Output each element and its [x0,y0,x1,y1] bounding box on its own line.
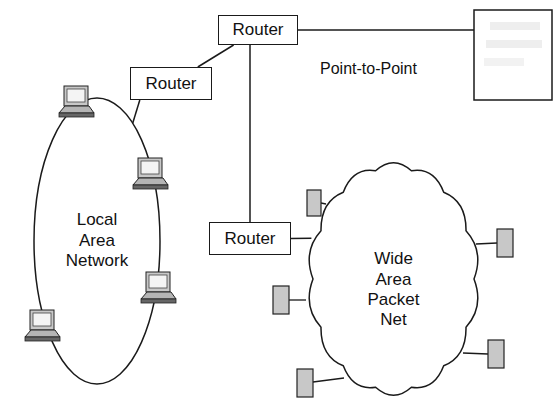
terminal-wire [289,299,306,300]
faded-text [490,22,540,30]
node-text: Router [232,20,283,40]
link-label: Point-to-Point [320,60,417,78]
router-box: Router [209,222,291,255]
terminal-box [297,369,313,397]
wan-cloud: Wide Area Packet Net [305,160,482,398]
terminal-wire [476,243,497,244]
terminal-box [497,229,513,257]
terminal-wire [321,203,326,204]
node-text: Wide Area Packet Net [363,249,425,331]
node-text: Local Area Network [60,210,134,271]
terminal-box [307,190,321,216]
link-line [249,45,251,222]
node-text: Router [145,74,196,94]
terminal-wire [313,378,344,382]
node-text: Router [224,229,275,249]
wan-cloud-path [309,163,478,396]
point-to-point-line [298,29,474,31]
router-box: Router [218,15,298,45]
remote-box [474,10,552,100]
link-line [198,45,234,67]
link-line [291,238,311,240]
faded-text [486,40,542,48]
laptop-icon [59,86,94,117]
terminal-box [488,340,504,368]
link-line [133,100,140,123]
lan-ellipse: Local Area Network [33,97,161,385]
terminal-box [273,286,289,314]
lan-ellipse-path [34,98,160,384]
faded-text [484,58,524,66]
terminal-wire [463,353,488,354]
router-box: Router [130,67,212,100]
